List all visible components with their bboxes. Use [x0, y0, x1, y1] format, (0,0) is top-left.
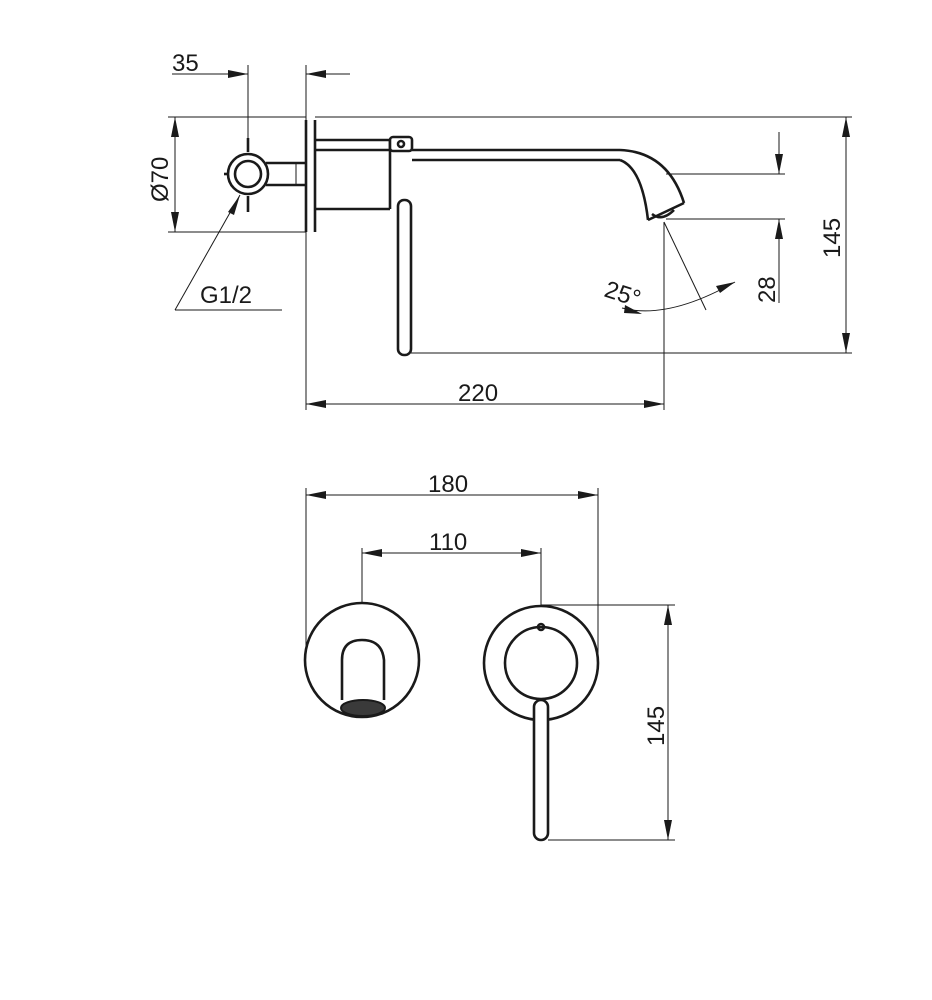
dim-35-label: 35 [172, 50, 199, 77]
lever-plate [482, 604, 600, 842]
dim-145-side-label: 145 [819, 218, 846, 258]
spout [315, 135, 686, 222]
dim-spout-height: 28 [666, 132, 785, 303]
dim-total-height: 145 [315, 116, 852, 354]
dim-handle-diameter: Ø70 [147, 116, 306, 233]
dim-180-label: 180 [428, 471, 468, 498]
side-view: 35 Ø70 G1/2 145 [147, 50, 852, 410]
spout-plate [303, 601, 421, 719]
dim-25deg-label: 25° [601, 276, 644, 313]
dim-handle-offset: 35 [172, 50, 350, 140]
lever [396, 198, 413, 357]
dim-overall-width: 180 [305, 471, 599, 656]
cross-handle [224, 138, 306, 212]
dim-28-label: 28 [754, 276, 781, 303]
dim-spout-angle: 25° [601, 221, 736, 356]
dim-center-distance: 110 [361, 529, 542, 606]
dim-thread: G1/2 [174, 194, 282, 311]
dim-70-label: Ø70 [147, 157, 174, 202]
dim-spout-reach: 220 [305, 232, 665, 410]
front-view: 180 110 145 [303, 471, 675, 842]
dim-145-front-label: 145 [643, 706, 670, 746]
dim-110-label: 110 [429, 529, 467, 556]
dim-lever-height: 145 [541, 604, 675, 841]
dim-g12-label: G1/2 [200, 282, 252, 309]
dim-220-label: 220 [458, 380, 498, 407]
